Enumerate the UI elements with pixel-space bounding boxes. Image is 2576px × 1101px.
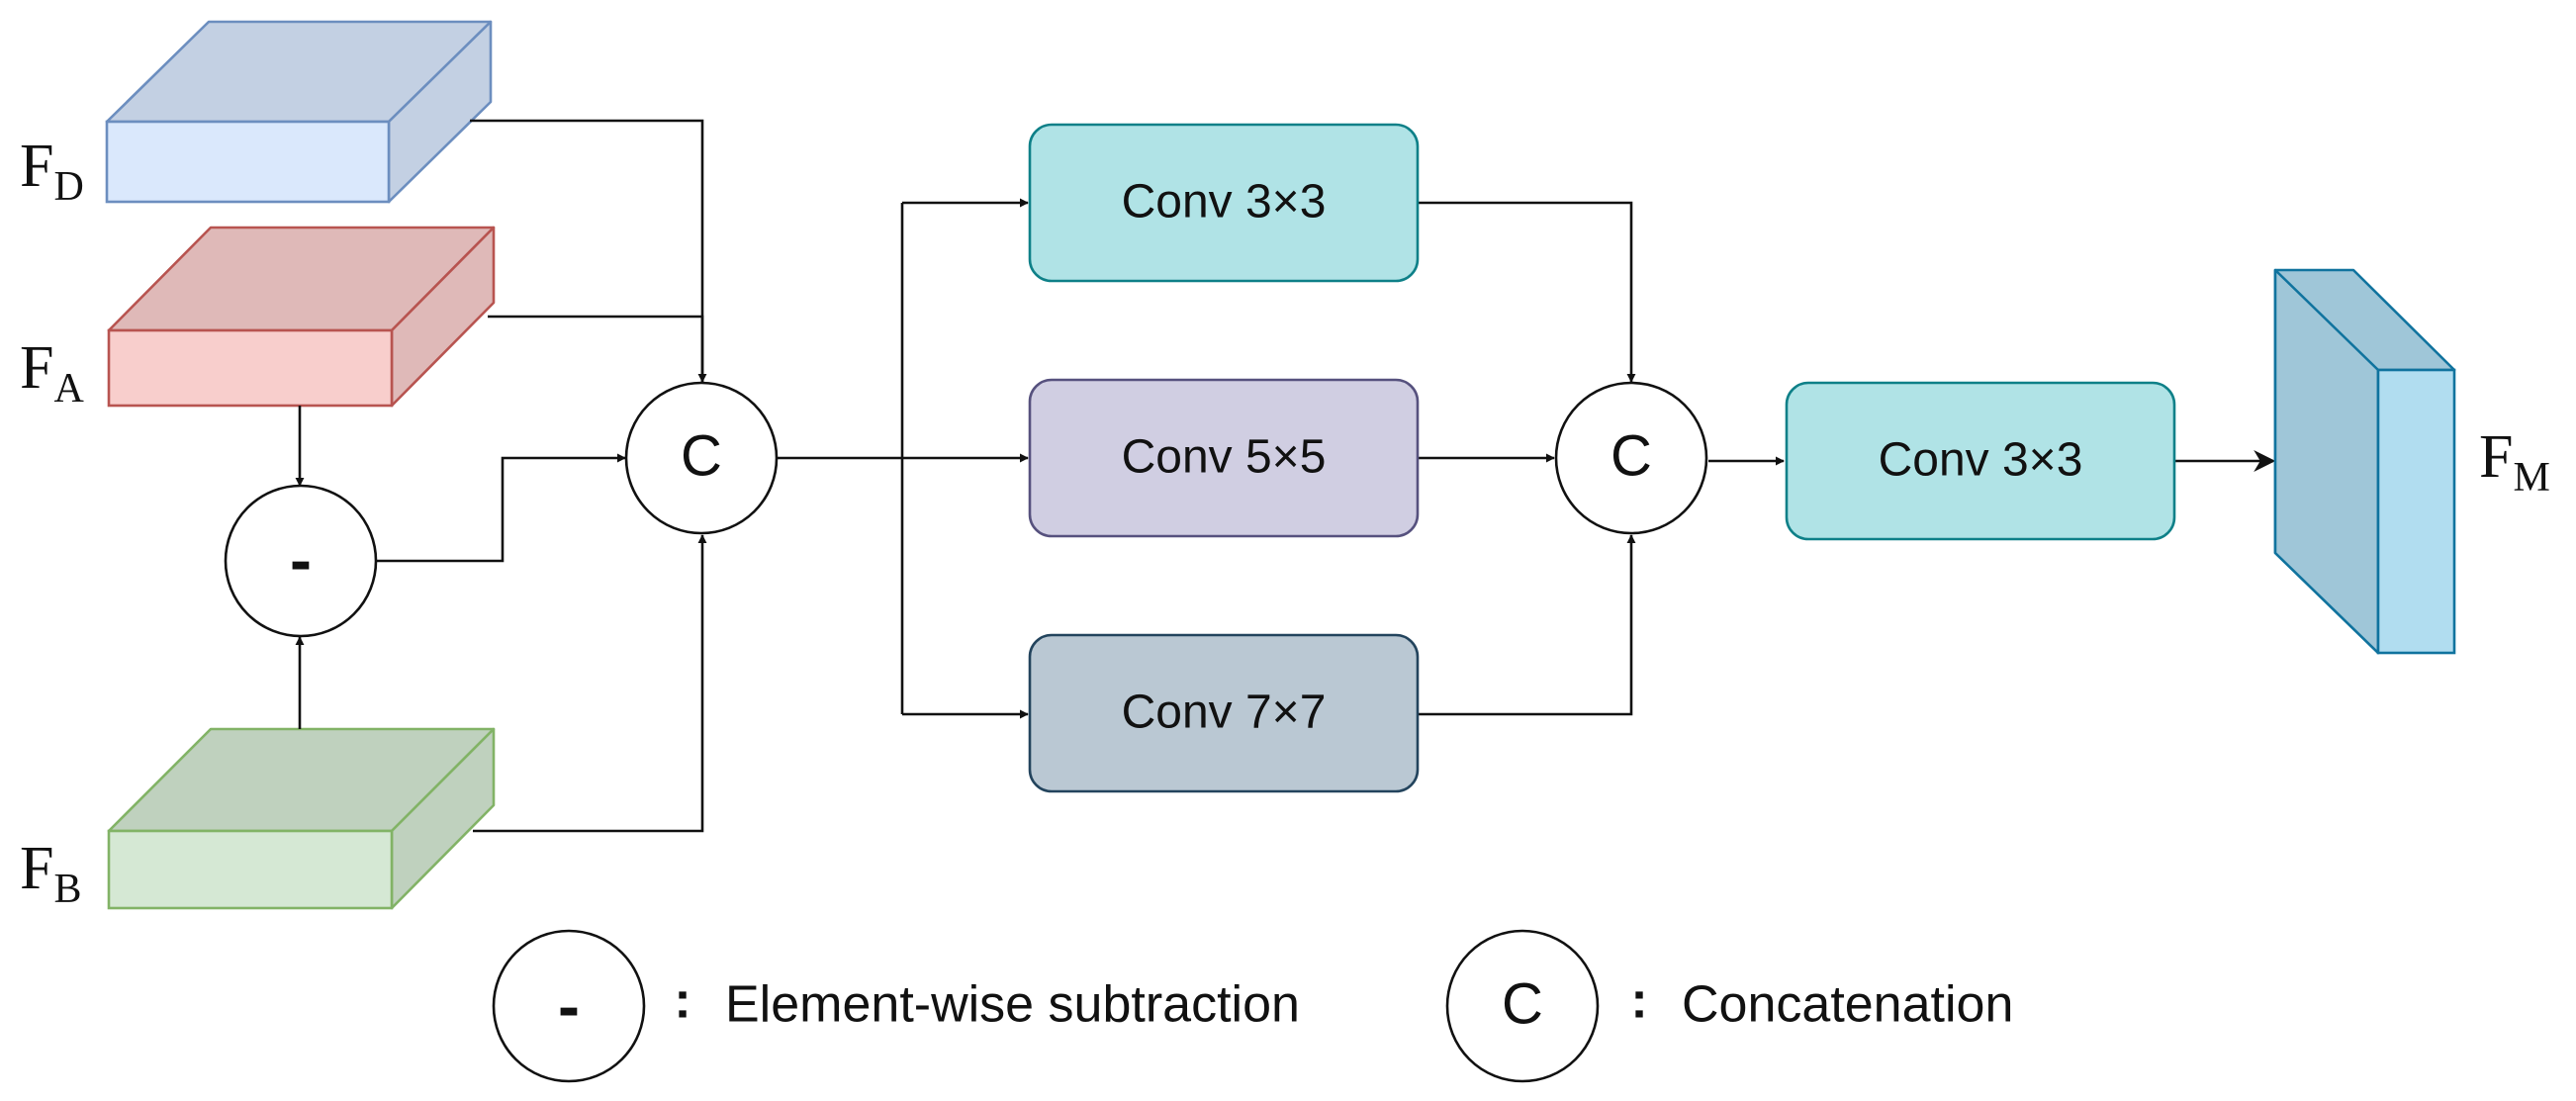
- conv-3x3-label: Conv 3×3: [1122, 176, 1327, 229]
- edge-fb-to-concat: [473, 534, 707, 833]
- legend-concat-symbol: C: [1502, 971, 1543, 1036]
- label-fd-sub: D: [53, 164, 83, 210]
- fm-front-face: [2376, 368, 2456, 655]
- subtract-circle: [224, 484, 378, 638]
- conv-7x7-box: [1028, 633, 1420, 793]
- concat-circle-2: [1554, 381, 1708, 535]
- conv-5x5-label: Conv 5×5: [1122, 431, 1327, 484]
- concat-node-2: C: [1554, 381, 1708, 535]
- legend-subtract-separator: :: [674, 972, 690, 1030]
- legend-subtract-desc: Element-wise subtraction: [725, 976, 1300, 1034]
- conv-final-box: [1785, 381, 2176, 541]
- label-fm-sub: M: [2513, 455, 2549, 501]
- conv-5x5-box: [1028, 378, 1420, 538]
- subtract-symbol: -: [290, 522, 312, 596]
- fb-front-face: [107, 829, 394, 910]
- label-fb-sub: B: [53, 867, 81, 912]
- legend-subtract: - : Element-wise subtraction: [492, 929, 1300, 1083]
- edge-conv7-to-concat2: [1419, 534, 1636, 716]
- edge-fd-to-concat: [470, 119, 707, 383]
- label-fm: FM: [2479, 423, 2550, 501]
- legend-concat-separator: :: [1630, 972, 1647, 1030]
- concat-symbol-2: C: [1610, 423, 1652, 488]
- label-fb-base: F: [20, 835, 53, 902]
- feature-block-fd: [105, 20, 493, 204]
- concat-circle-1: [624, 381, 779, 535]
- feature-block-fm: [2273, 268, 2456, 655]
- conv-3x3-box: [1028, 123, 1420, 283]
- concat-node-1: C: [624, 381, 779, 535]
- label-fa: FA: [20, 334, 84, 412]
- label-fm-base: F: [2479, 423, 2513, 491]
- edge-conv3-to-concat2: [1419, 201, 1636, 383]
- concat-symbol-1: C: [681, 423, 722, 488]
- feature-block-fb: [107, 727, 496, 910]
- legend-subtract-circle: [492, 929, 646, 1083]
- fa-front-face: [107, 328, 394, 408]
- fd-front-face: [105, 120, 391, 204]
- edge-subtract-to-concat: [377, 453, 626, 563]
- legend-concat: C : Concatenation: [1445, 929, 2013, 1083]
- conv-final-block: Conv 3×3: [1785, 381, 2176, 541]
- legend-subtract-symbol: -: [558, 968, 580, 1042]
- conv-3x3-block: Conv 3×3: [1028, 123, 1420, 283]
- label-fb: FB: [20, 835, 82, 912]
- label-fa-base: F: [20, 334, 53, 402]
- label-fa-sub: A: [53, 366, 84, 412]
- conv-final-label: Conv 3×3: [1879, 434, 2083, 487]
- legend-concat-circle: [1445, 929, 1600, 1083]
- conv-7x7-label: Conv 7×7: [1122, 687, 1327, 739]
- legend-concat-desc: Concatenation: [1682, 976, 2013, 1034]
- feature-block-fa: [107, 226, 496, 408]
- edge-fa-to-concat: [488, 315, 704, 382]
- legend: - : Element-wise subtraction C : Concate…: [492, 929, 2013, 1083]
- subtract-node: -: [224, 484, 378, 638]
- conv-7x7-block: Conv 7×7: [1028, 633, 1420, 793]
- label-fd-base: F: [20, 133, 53, 200]
- label-fd: FD: [20, 133, 84, 210]
- conv-5x5-block: Conv 5×5: [1028, 378, 1420, 538]
